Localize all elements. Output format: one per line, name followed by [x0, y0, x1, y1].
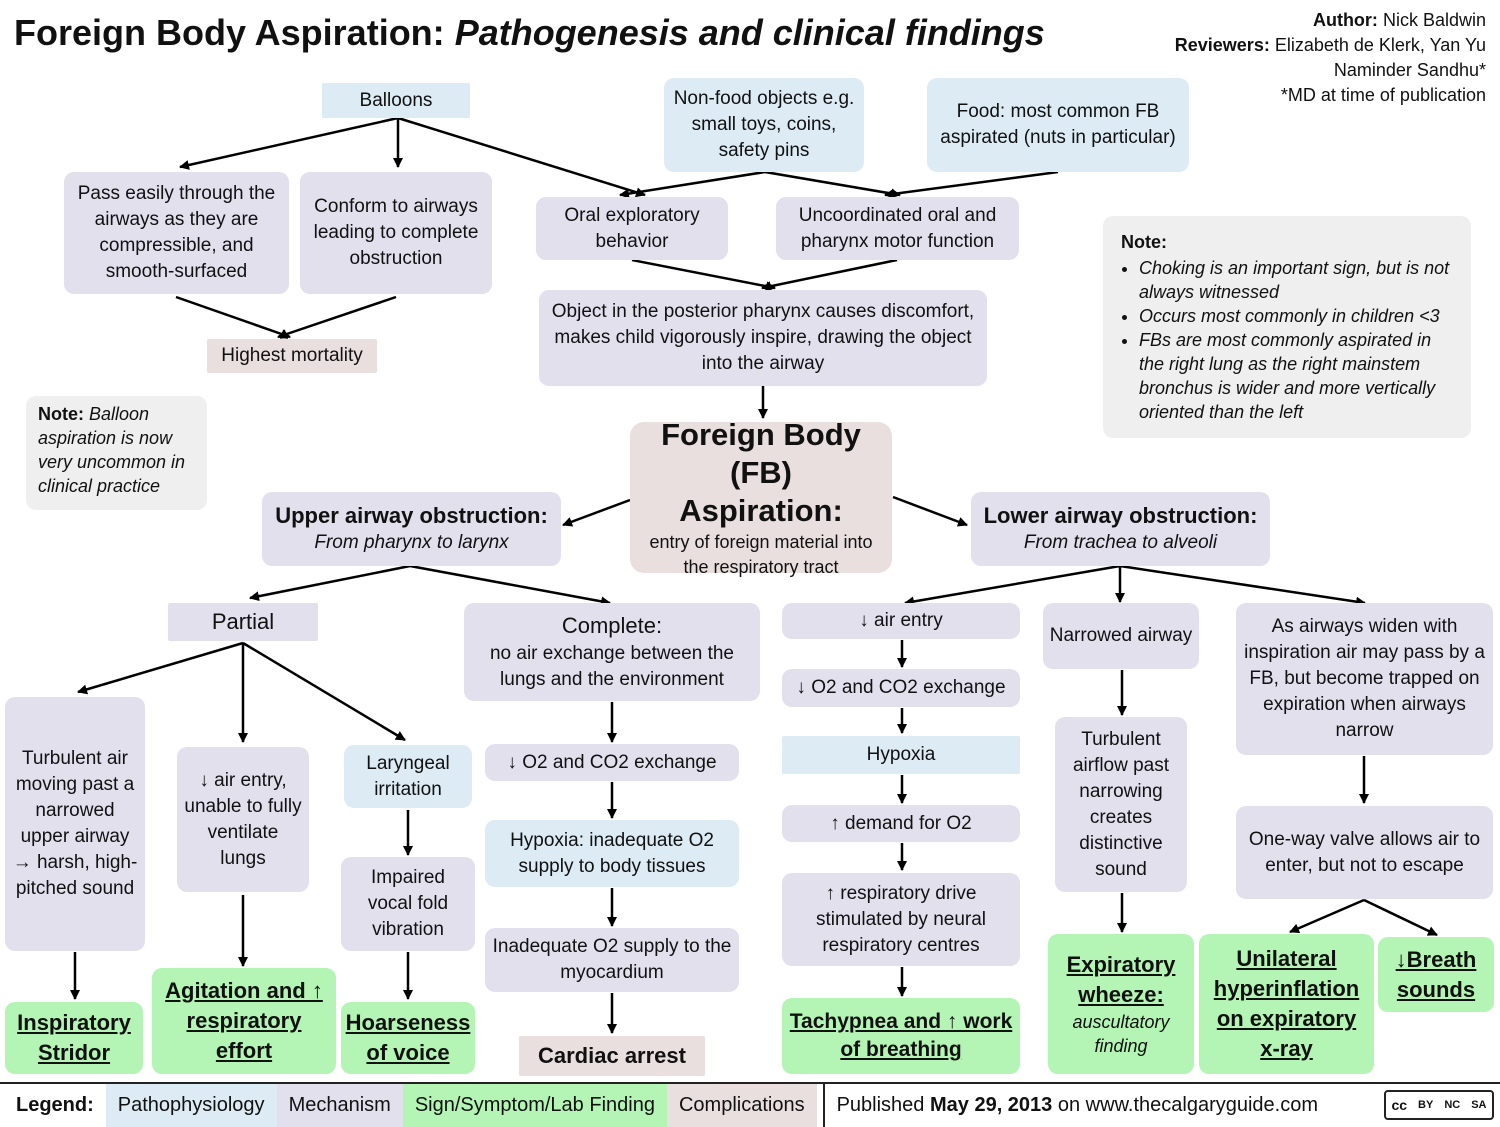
- finding-hyperinflation: Unilateral hyperinflation on expiratory …: [1199, 934, 1374, 1074]
- node-laryngeal: Laryngeal irritation: [344, 745, 472, 808]
- legend-mechanism: Mechanism: [276, 1084, 403, 1127]
- by-icon: BY: [1418, 1099, 1434, 1111]
- license-badge: cc BY NC SA: [1384, 1090, 1494, 1120]
- sa-icon: SA: [1471, 1099, 1487, 1111]
- node-l-exchange: ↓ O2 and CO2 exchange: [782, 669, 1020, 707]
- nc-icon: NC: [1444, 1099, 1461, 1111]
- finding-agitation: Agitation and ↑ respiratory effort: [152, 968, 336, 1074]
- finding-breath-sounds: ↓Breath sounds: [1378, 937, 1494, 1012]
- credits: Author: Nick Baldwin Reviewers: Elizabet…: [1174, 10, 1486, 105]
- node-c-exchange: ↓ O2 and CO2 exchange: [485, 744, 739, 781]
- legend-label: Legend:: [16, 1094, 94, 1116]
- node-turbulent-upper: Turbulent air moving past a narrowed upp…: [5, 697, 145, 951]
- legend-complications: Complications: [666, 1084, 817, 1127]
- legend-divider: [822, 1084, 825, 1127]
- node-balloons: Balloons: [322, 83, 470, 118]
- note-right: Note: Choking is an important sign, but …: [1103, 216, 1471, 438]
- node-food: Food: most common FB aspirated (nuts in …: [927, 78, 1189, 172]
- node-cardiac-arrest: Cardiac arrest: [519, 1036, 705, 1076]
- node-l-air-entry: ↓ air entry: [782, 603, 1020, 639]
- node-posterior: Object in the posterior pharynx causes d…: [539, 290, 987, 386]
- node-uncoord: Uncoordinated oral and pharynx motor fun…: [776, 197, 1019, 260]
- node-complete: Complete: no air exchange between the lu…: [464, 603, 760, 701]
- node-fb-aspiration: Foreign Body (FB) Aspiration: entry of f…: [630, 417, 892, 577]
- finding-tachypnea: Tachypnea and ↑ work of breathing: [782, 998, 1020, 1074]
- published-text: Published May 29, 2013 on www.thecalgary…: [836, 1094, 1319, 1116]
- note-balloon: Note: Balloon aspiration is now very unc…: [26, 396, 207, 510]
- node-l-demand: ↑ demand for O2: [782, 805, 1020, 842]
- page-title: Foreign Body Aspiration: Pathogenesis an…: [14, 12, 1045, 53]
- node-c-myocardium: Inadequate O2 supply to the myocardium: [485, 928, 739, 992]
- legend-sign: Sign/Symptom/Lab Finding: [402, 1084, 667, 1127]
- node-oral: Oral exploratory behavior: [536, 197, 728, 260]
- node-c-hypoxia: Hypoxia: inadequate O2 supply to body ti…: [485, 820, 739, 887]
- node-highest-mortality: Highest mortality: [207, 339, 377, 373]
- node-dec-air-entry-unable: ↓ air entry, unable to fully ventilate l…: [177, 747, 309, 892]
- node-oneway: One-way valve allows air to enter, but n…: [1236, 806, 1493, 899]
- node-partial: Partial: [168, 603, 318, 641]
- node-widen: As airways widen with inspiration air ma…: [1236, 603, 1493, 755]
- node-pass-easily: Pass easily through the airways as they …: [64, 172, 289, 294]
- finding-hoarseness: Hoarseness of voice: [341, 1002, 475, 1074]
- node-nonfood: Non-food objects e.g. small toys, coins,…: [664, 78, 864, 172]
- legend: Legend: Pathophysiology Mechanism Sign/S…: [0, 1082, 1500, 1127]
- finding-wheeze: Expiratory wheeze: auscultatory finding: [1048, 934, 1194, 1074]
- node-lower-airway: Lower airway obstruction: From trachea t…: [971, 492, 1270, 566]
- node-turbulent-lower: Turbulent airflow past narrowing creates…: [1055, 717, 1187, 892]
- node-narrowed: Narrowed airway: [1043, 603, 1199, 669]
- node-l-hypoxia: Hypoxia: [782, 736, 1020, 774]
- node-l-resp-drive: ↑ respiratory drive stimulated by neural…: [782, 873, 1020, 966]
- node-impaired-vocal: Impaired vocal fold vibration: [341, 857, 475, 951]
- finding-stridor: Inspiratory Stridor: [5, 1002, 143, 1074]
- legend-pathophysiology: Pathophysiology: [105, 1084, 277, 1127]
- node-upper-airway: Upper airway obstruction: From pharynx t…: [262, 492, 561, 566]
- cc-icon: cc: [1391, 1097, 1408, 1113]
- node-conform: Conform to airways leading to complete o…: [300, 172, 492, 294]
